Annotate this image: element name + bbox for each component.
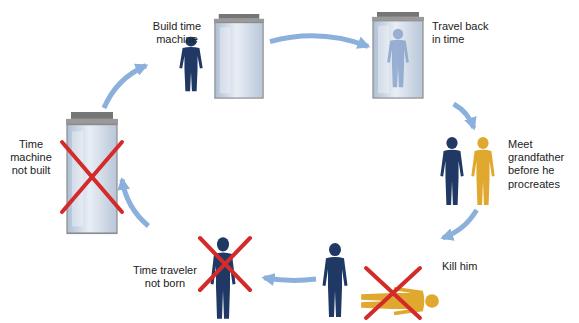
stage-label: Kill him bbox=[442, 260, 490, 273]
cycle-arrow bbox=[443, 210, 477, 238]
stage-group: Time machine not built bbox=[2, 108, 122, 238]
time-machine bbox=[66, 112, 118, 233]
time-machine bbox=[372, 12, 424, 98]
stage-label: Travel back in time bbox=[432, 20, 496, 46]
cycle-arrow bbox=[264, 278, 316, 281]
cycle-arrow bbox=[122, 180, 148, 227]
stage-group: Time traveler not born bbox=[128, 226, 264, 320]
stage-label: Time machine not built bbox=[4, 138, 58, 178]
traveler-figure bbox=[440, 137, 463, 205]
cycle-arrow bbox=[270, 36, 368, 47]
cross-mark bbox=[366, 268, 420, 318]
stage-label: Meet grandfather before he procreates bbox=[508, 138, 572, 191]
stage-group: Kill him bbox=[316, 238, 492, 320]
ghost-traveler-figure bbox=[387, 29, 409, 87]
stage-group: Build time machine bbox=[146, 8, 270, 104]
time-machine bbox=[214, 14, 264, 98]
stage-label: Build time machine bbox=[146, 20, 208, 46]
cycle-arrow bbox=[104, 66, 146, 108]
grandfather-figure bbox=[471, 137, 494, 205]
cycle-arrow bbox=[454, 104, 474, 128]
stage-group: Travel back in time bbox=[368, 8, 506, 104]
traveler-figure bbox=[323, 243, 348, 317]
stage-group: Meet grandfather before he procreates bbox=[434, 128, 576, 210]
cross-mark bbox=[62, 142, 122, 212]
stage-label: Time traveler not born bbox=[128, 264, 202, 290]
cross-mark bbox=[200, 238, 250, 290]
